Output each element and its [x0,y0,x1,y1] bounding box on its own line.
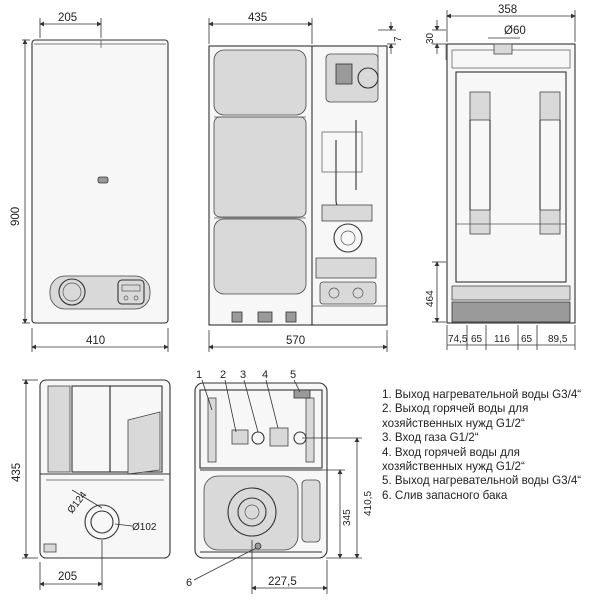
rear-dim-464: 464 [425,290,436,307]
rear-spacing-1: 74,5 [448,334,468,345]
bottom-dim-410-5: 410,5 [363,491,374,516]
rear-spacing-3: 116 [494,334,510,345]
callout-2: 2 [220,369,226,381]
bottom-dim-345: 345 [342,509,353,526]
top-dim-435: 435 [11,463,23,482]
rear-view: 358 Ø60 30 464 74,5 65 116 65 89,5 [425,4,576,350]
side-dim-7: 7 [393,36,404,42]
rear-spacing-5: 89,5 [548,334,568,345]
connections-legend: 1. Выход нагревательной воды G3/4“ 2. Вы… [382,388,596,503]
rear-dim-30: 30 [425,32,436,44]
bottom-view: 1 2 3 4 5 6 410,5 345 227,5 [186,369,374,594]
top-dim-205: 205 [58,571,77,583]
front-dim-410: 410 [86,335,105,347]
top-view: Ø124 Ø102 435 205 [11,379,171,590]
front-view: 205 900 410 [10,12,169,352]
rear-spacing-4: 65 [521,334,533,345]
legend-item-5: 5. Выход нагревательной воды G3/4“ [382,474,582,488]
legend-item-3: 3. Вход газа G1/2“ [382,431,479,445]
legend-item-6: 6. Слив запасного бака [382,488,508,502]
front-dim-900: 900 [10,207,22,226]
rear-spacing-2: 65 [471,334,483,345]
legend-item-2: 2. Выход горячей воды для хозяйственных … [382,402,529,430]
callout-3: 3 [240,369,246,381]
legend-item-4: 4. Вход горячей воды для хозяйственных н… [382,445,525,474]
callout-6: 6 [186,577,192,589]
callout-4: 4 [262,369,268,381]
top-dim-102: Ø102 [132,522,157,533]
legend-item-1: 1. Выход нагревательной воды G3/4“ [382,388,582,401]
callout-1: 1 [196,369,202,381]
callout-5: 5 [290,369,296,381]
rear-dim-flue: Ø60 [504,25,526,37]
rear-dim-358: 358 [498,4,517,16]
bottom-dim-227-5: 227,5 [268,576,297,588]
side-dim-435: 435 [248,12,267,24]
front-dim-205: 205 [58,12,77,24]
side-dim-570: 570 [286,335,305,347]
side-view: 435 7 570 [208,12,404,352]
